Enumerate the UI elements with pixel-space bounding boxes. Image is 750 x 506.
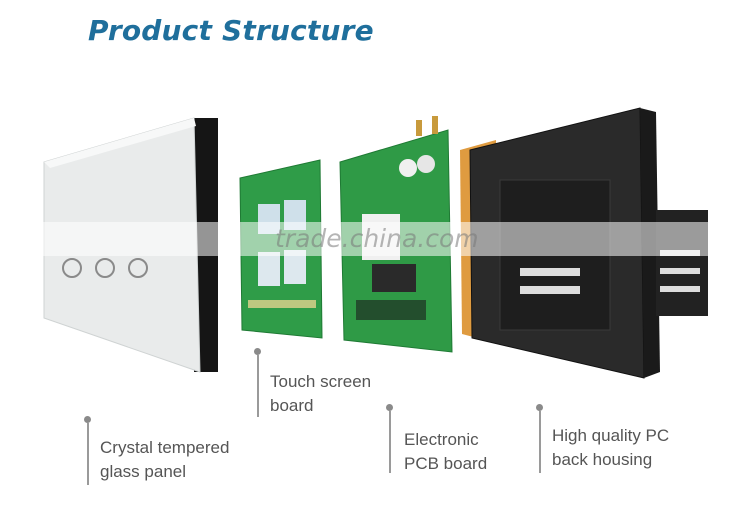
label-back-housing: High quality PC back housing (552, 426, 670, 469)
label-pcb-board: Electronic PCB board (404, 430, 488, 473)
label-glass-panel: Crystal tempered glass panel (100, 438, 230, 481)
callout-dot-glass (84, 416, 91, 423)
watermark-band (0, 222, 750, 256)
callout-line-touch (257, 355, 259, 417)
callout-line-glass (87, 423, 89, 485)
touch-button-icon (62, 258, 148, 278)
page-title: Product Structure (88, 14, 374, 47)
callout-dot-pcb (386, 404, 393, 411)
watermark-text: trade.china.com (275, 224, 479, 253)
callout-line-housing (539, 411, 541, 473)
callout-line-pcb (389, 411, 391, 473)
callout-dot-housing (536, 404, 543, 411)
label-touch-screen-board: Touch screen board (270, 372, 372, 415)
callout-dot-touch (254, 348, 261, 355)
